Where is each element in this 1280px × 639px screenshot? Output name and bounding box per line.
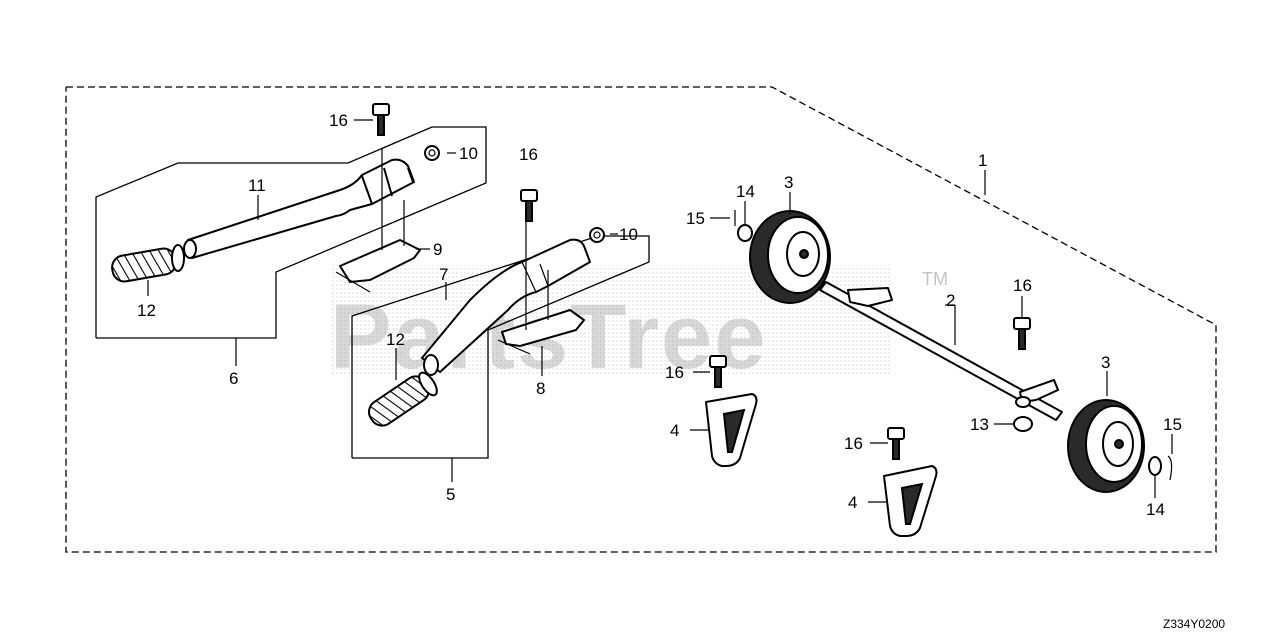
bolt-16-c (709, 355, 727, 388)
callout-3-left: 3 (784, 173, 793, 192)
callout-6: 6 (229, 369, 238, 388)
callout-2: 2 (946, 291, 955, 310)
diagram-code: Z334Y0200 (1163, 617, 1225, 631)
callout-14-left: 14 (736, 182, 755, 201)
bolt-16-e (1013, 317, 1031, 350)
callout-16-c: 16 (665, 363, 684, 382)
bolt-16-a (372, 103, 390, 136)
assembly-outline-dashed (65, 86, 1217, 553)
callout-12-lower: 12 (386, 330, 405, 349)
bolt-16-b (520, 189, 538, 222)
callout-14-right: 14 (1146, 500, 1165, 519)
callout-13: 13 (970, 415, 989, 434)
wheel-3-left (749, 210, 831, 304)
callout-8: 8 (536, 379, 545, 398)
callout-15-right: 15 (1163, 415, 1182, 434)
callout-4-right: 4 (848, 493, 857, 512)
nut-10-upper (424, 145, 440, 161)
callout-9: 9 (433, 240, 442, 259)
wheel-3-right (1067, 399, 1145, 493)
callout-16-d: 16 (844, 434, 863, 453)
callout-16-b: 16 (519, 145, 538, 164)
callout-10-upper: 10 (459, 144, 478, 163)
nut-10-lower (589, 227, 605, 243)
foot-4-left (705, 393, 758, 467)
watermark: PartsTree TM (330, 265, 948, 388)
watermark-trademark: TM (922, 269, 948, 289)
callout-10-lower: 10 (619, 225, 638, 244)
callout-4-left: 4 (670, 421, 679, 440)
callout-11: 11 (248, 176, 266, 195)
callout-16-a: 16 (329, 111, 348, 130)
axle-2 (819, 281, 1063, 421)
subassembly-outline-6 (95, 126, 487, 339)
subassembly-outline-5 (351, 235, 650, 459)
handle-bar-lower (421, 220, 591, 376)
callout-7: 7 (439, 265, 448, 284)
grip-lower (368, 371, 438, 427)
callout-3-right: 3 (1101, 353, 1110, 372)
callout-1: 1 (978, 151, 987, 170)
callout-16-e: 16 (1013, 276, 1032, 295)
callout-labels: 1 2 3 3 4 4 5 6 7 8 9 10 10 11 12 12 13 … (137, 111, 1182, 519)
grip-upper (111, 244, 185, 283)
callout-12-upper: 12 (137, 301, 156, 320)
washer-14-left (737, 224, 753, 242)
leader-lines (147, 119, 1173, 503)
pin-15-right (1167, 455, 1173, 481)
foot-4-right (883, 465, 938, 537)
handle-bar-upper (183, 148, 421, 293)
nut-13 (1013, 396, 1033, 432)
callout-5: 5 (446, 485, 455, 504)
washer-14-right (1148, 456, 1162, 476)
callout-15-left: 15 (686, 209, 705, 228)
bolt-16-d (887, 427, 905, 460)
